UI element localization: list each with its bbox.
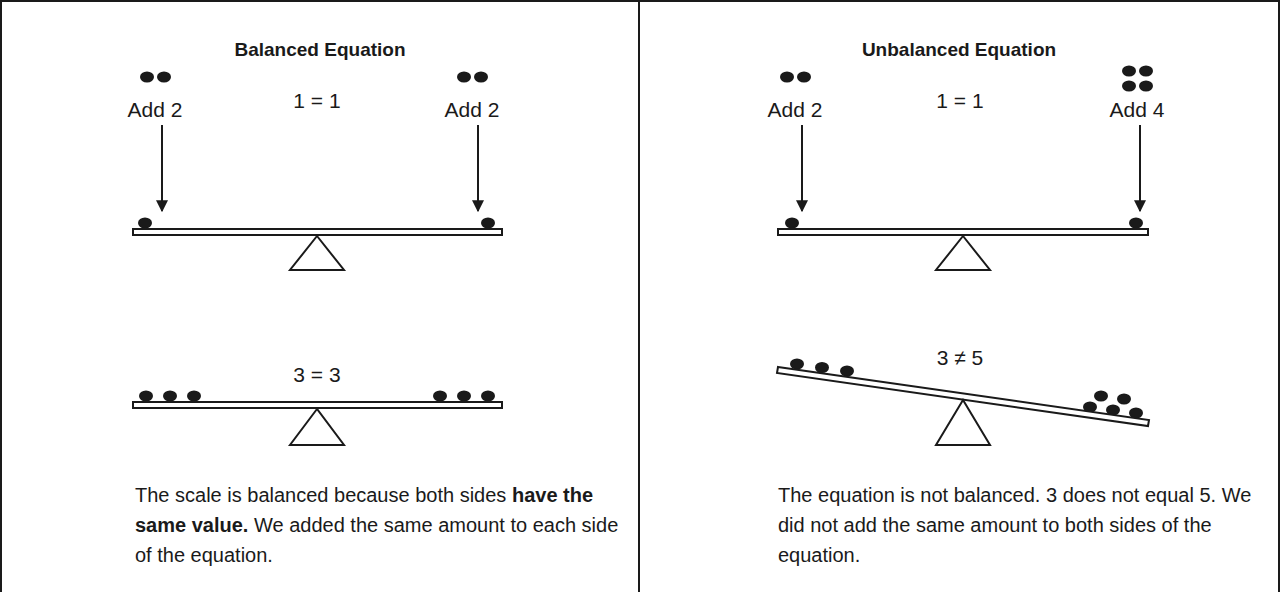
counter-dot: [457, 72, 471, 83]
counter-dot: [1117, 394, 1131, 405]
explanation-paragraph: The scale is balanced because both sides…: [135, 480, 629, 570]
counter-dot: [790, 359, 804, 370]
counter-dot: [187, 391, 201, 402]
equation-label: 1 = 1: [936, 89, 983, 113]
equation-label: 3 ≠ 5: [937, 346, 984, 370]
counter-dot: [138, 218, 152, 229]
add-arrow: [477, 125, 479, 211]
add-label: Add 4: [1110, 98, 1165, 122]
counter-dot: [1139, 81, 1153, 92]
add-arrow: [801, 125, 803, 211]
counter-dot: [1094, 391, 1108, 402]
explanation-paragraph: The equation is not balanced. 3 does not…: [778, 480, 1268, 570]
counter-dot: [780, 72, 794, 83]
counter-dot: [1122, 66, 1136, 77]
counter-dot: [474, 72, 488, 83]
counter-dot: [163, 391, 177, 402]
equation-panel: Balanced EquationThe scale is balanced b…: [0, 0, 640, 592]
add-label: Add 2: [128, 98, 183, 122]
counter-dot: [1139, 66, 1153, 77]
seesaw-plank: [133, 229, 502, 235]
add-label: Add 2: [445, 98, 500, 122]
panel-heading: Unbalanced Equation: [640, 38, 1278, 62]
counter-dot: [457, 391, 471, 402]
add-arrow: [1139, 125, 1141, 211]
counter-dot: [840, 366, 854, 377]
counter-dot: [157, 72, 171, 83]
counter-dot: [140, 72, 154, 83]
counter-dot: [785, 218, 799, 229]
counter-dot: [481, 218, 495, 229]
equation-panel: Unbalanced EquationThe equation is not b…: [640, 0, 1280, 592]
panel-heading: Balanced Equation: [2, 38, 638, 62]
fulcrum: [290, 409, 344, 445]
counter-dot: [797, 72, 811, 83]
equation-label: 1 = 1: [293, 89, 340, 113]
explanation-text: The equation is not balanced. 3 does not…: [778, 484, 1251, 566]
counter-dot: [481, 391, 495, 402]
counter-dot: [1122, 81, 1136, 92]
counter-dot: [815, 362, 829, 373]
counter-dot: [1129, 218, 1143, 229]
equation-label: 3 = 3: [293, 363, 340, 387]
seesaw-plank: [133, 402, 502, 408]
add-label: Add 2: [768, 98, 823, 122]
add-arrow: [161, 125, 163, 211]
counter-dot: [433, 391, 447, 402]
counter-dot: [139, 391, 153, 402]
fulcrum: [290, 236, 344, 270]
seesaw-plank: [778, 229, 1148, 235]
fulcrum: [936, 236, 990, 270]
fulcrum: [936, 400, 990, 445]
explanation-text: The scale is balanced because both sides: [135, 484, 506, 506]
